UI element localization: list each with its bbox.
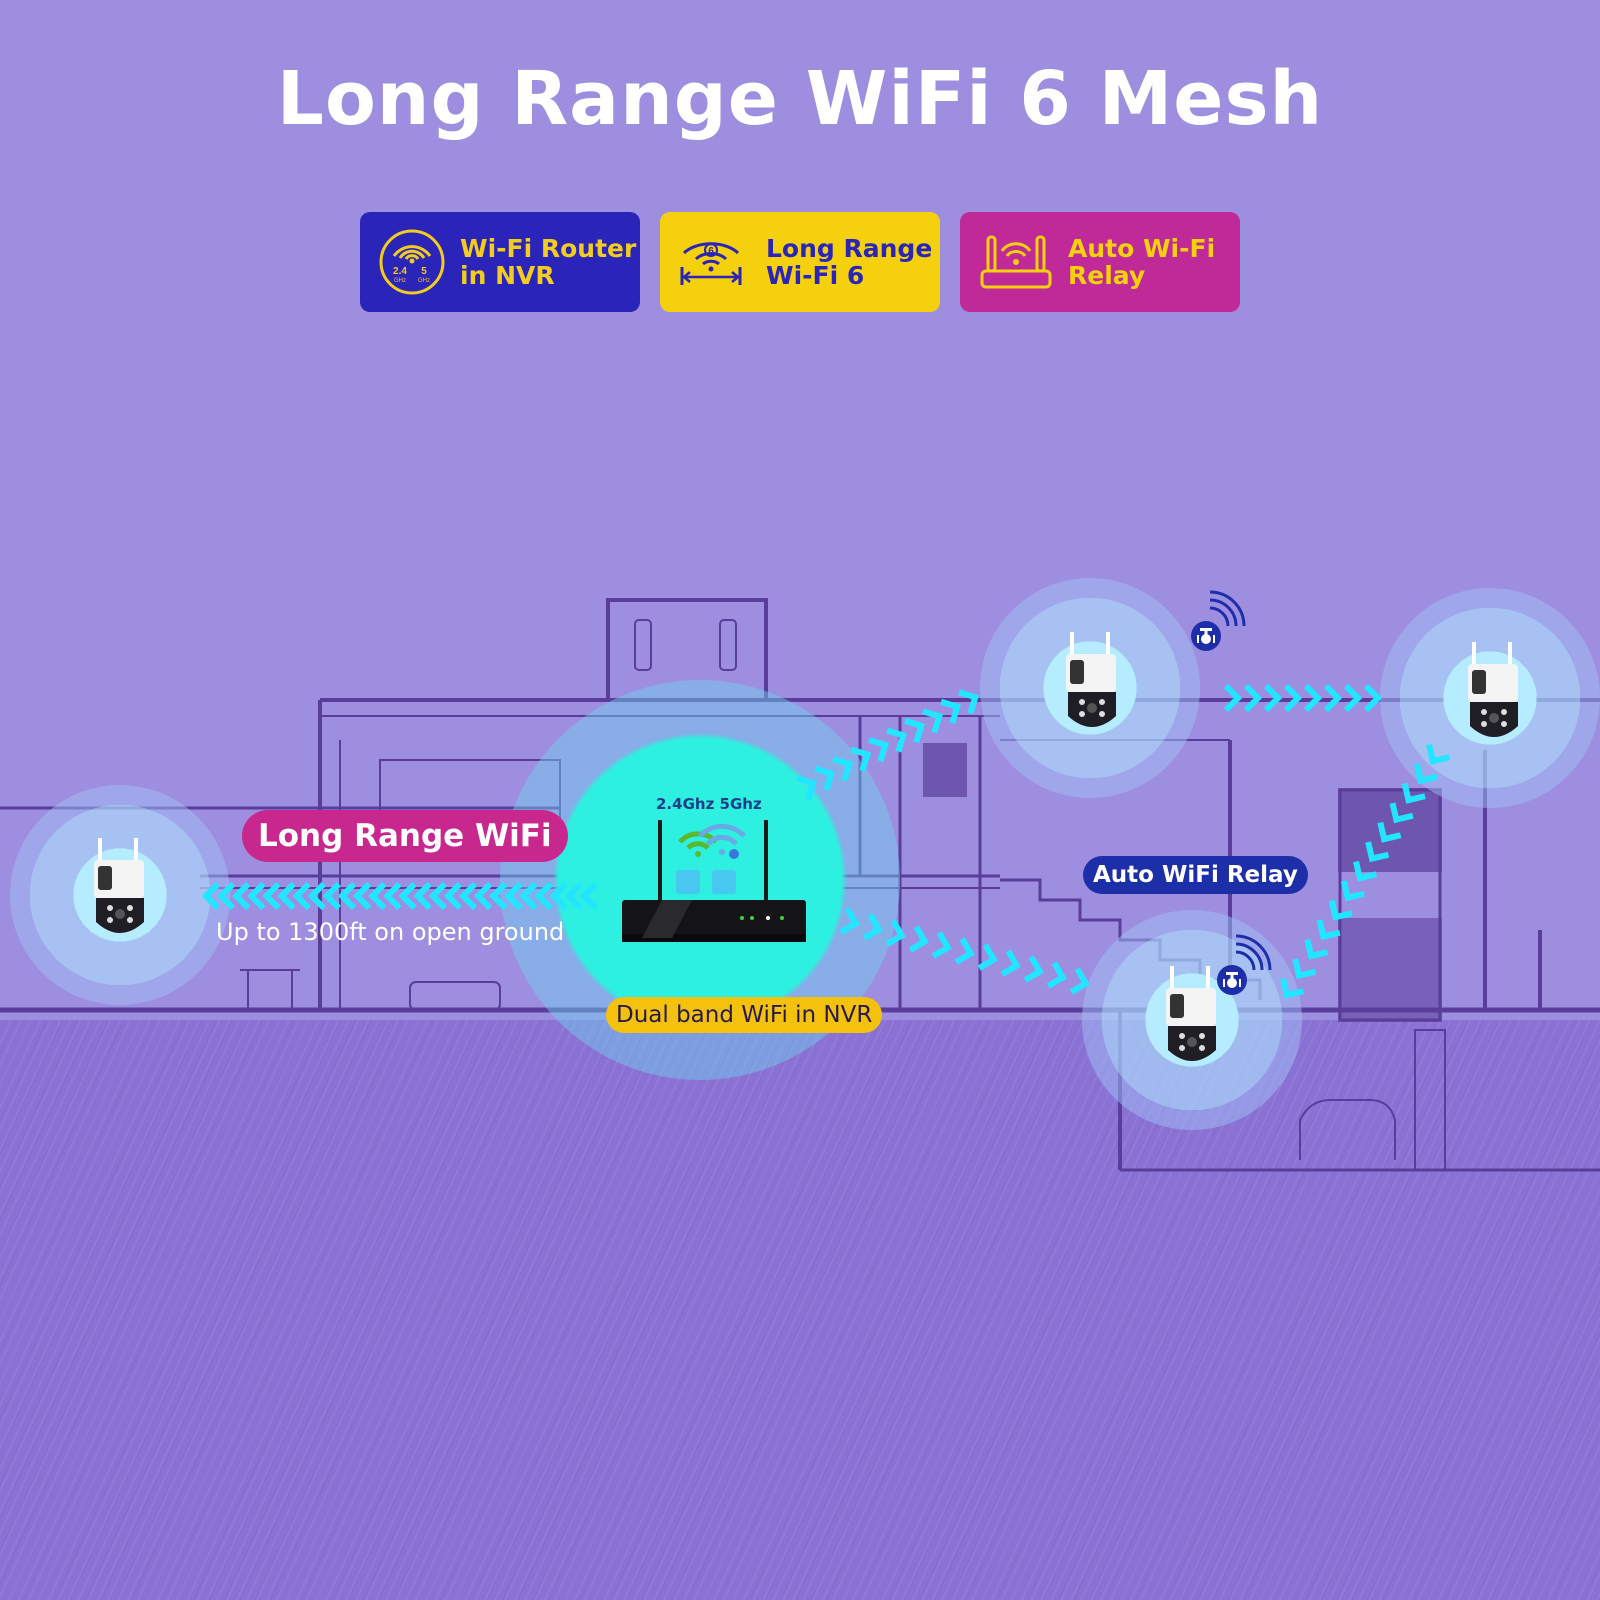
chevron-mark [931,931,952,959]
chevron-mark [1263,683,1283,713]
chevron-mark [958,689,980,715]
chevron-mark [868,737,890,763]
chevron-mark [1046,961,1067,989]
router-antenna-icon [980,235,1052,289]
chevron-mark [383,881,402,911]
chevron-mark [1363,683,1383,713]
chevron-mark [352,881,372,911]
chevron-mark [1243,683,1263,713]
long-range-wifi-label: Long Range WiFi [242,810,568,862]
chevron-mark [954,937,975,965]
svg-text:6: 6 [708,246,714,257]
svg-text:GHz: GHz [418,278,430,284]
chevron-mark [1328,899,1353,921]
badge-wifi-router-in-nvr: 2.4 5 GHz GHz Wi-Fi Router in NVR [360,212,640,312]
chevron-mark [292,881,311,911]
chevron-mark [398,881,417,911]
chevron-mark [1223,683,1243,713]
frequency-label: 2.4Ghz 5Ghz [656,795,762,813]
chevron-mark [247,881,266,911]
arrow-top-camera-to-right-camera [1223,683,1383,713]
badge-line1: Auto Wi-Fi [1068,234,1216,263]
chevron-mark [473,881,493,911]
chevron-mark [1023,955,1044,983]
chevron-mark [904,718,926,743]
chevron-mark [368,881,387,911]
auto-wifi-relay-label: Auto WiFi Relay [1083,856,1308,894]
badge-line1: Long Range [766,234,933,263]
camera-top-center [1066,632,1116,727]
dual-band-nvr-label: Dual band WiFi in NVR [606,997,883,1033]
page-title: Long Range WiFi 6 Mesh [276,56,1324,142]
chevron-mark [1323,683,1343,713]
chevron-mark [1389,802,1414,824]
badge-line2: Wi-Fi 6 [766,261,865,290]
nvr-wifi-chips [658,820,768,910]
chevron-mark [277,881,296,911]
badge-line2: Relay [1068,261,1146,290]
chevron-mark [1377,821,1402,843]
badge-line2: in NVR [460,261,555,290]
wifi6-range-icon: 6 [680,242,742,285]
badge-line1: Wi-Fi Router [460,234,637,263]
svg-text:2.4: 2.4 [393,266,407,277]
svg-text:GHz: GHz [394,278,406,284]
svg-text:5: 5 [421,266,427,277]
chevron-mark [1343,683,1363,713]
chevron-mark [1401,782,1426,804]
nvr-device [622,900,806,942]
chevron-mark [886,727,908,753]
chevron-mark [1340,880,1365,902]
chevron-mark [1365,841,1390,863]
range-description: Up to 1300ft on open ground [216,918,565,946]
chevron-mark [1304,938,1329,960]
badge-long-range-wifi6: 6 Long Range Wi-Fi 6 [660,212,940,312]
relay-wifi-icon-top [1191,590,1246,651]
chevron-mark [1353,860,1378,882]
camera-bottom-right [1166,966,1216,1061]
chevron-mark [337,881,357,911]
camera-left [94,838,144,933]
chevron-mark [908,925,929,953]
chevron-mark [322,881,342,911]
chevron-mark [413,881,432,911]
chevron-mark [1316,919,1341,941]
chevron-mark [443,881,463,911]
chevron-mark [1000,949,1021,977]
chevron-mark [458,881,478,911]
chevron-mark [307,881,326,911]
chevron-mark [262,881,281,911]
relay-wifi-icon-bottom [1217,934,1272,995]
router-wifi-dual-band-icon: 2.4 5 GHz GHz [379,229,445,295]
chevron-mark [977,943,998,971]
ground-texture [0,1020,1600,1600]
badge-auto-wifi-relay: Auto Wi-Fi Relay [960,212,1240,312]
chevron-mark [1303,683,1323,713]
chevron-mark [231,881,251,911]
chevron-mark [1283,683,1303,713]
camera-top-right [1468,642,1518,737]
chevron-mark [922,708,944,734]
chevron-mark [428,881,447,911]
chevron-mark [940,698,962,724]
